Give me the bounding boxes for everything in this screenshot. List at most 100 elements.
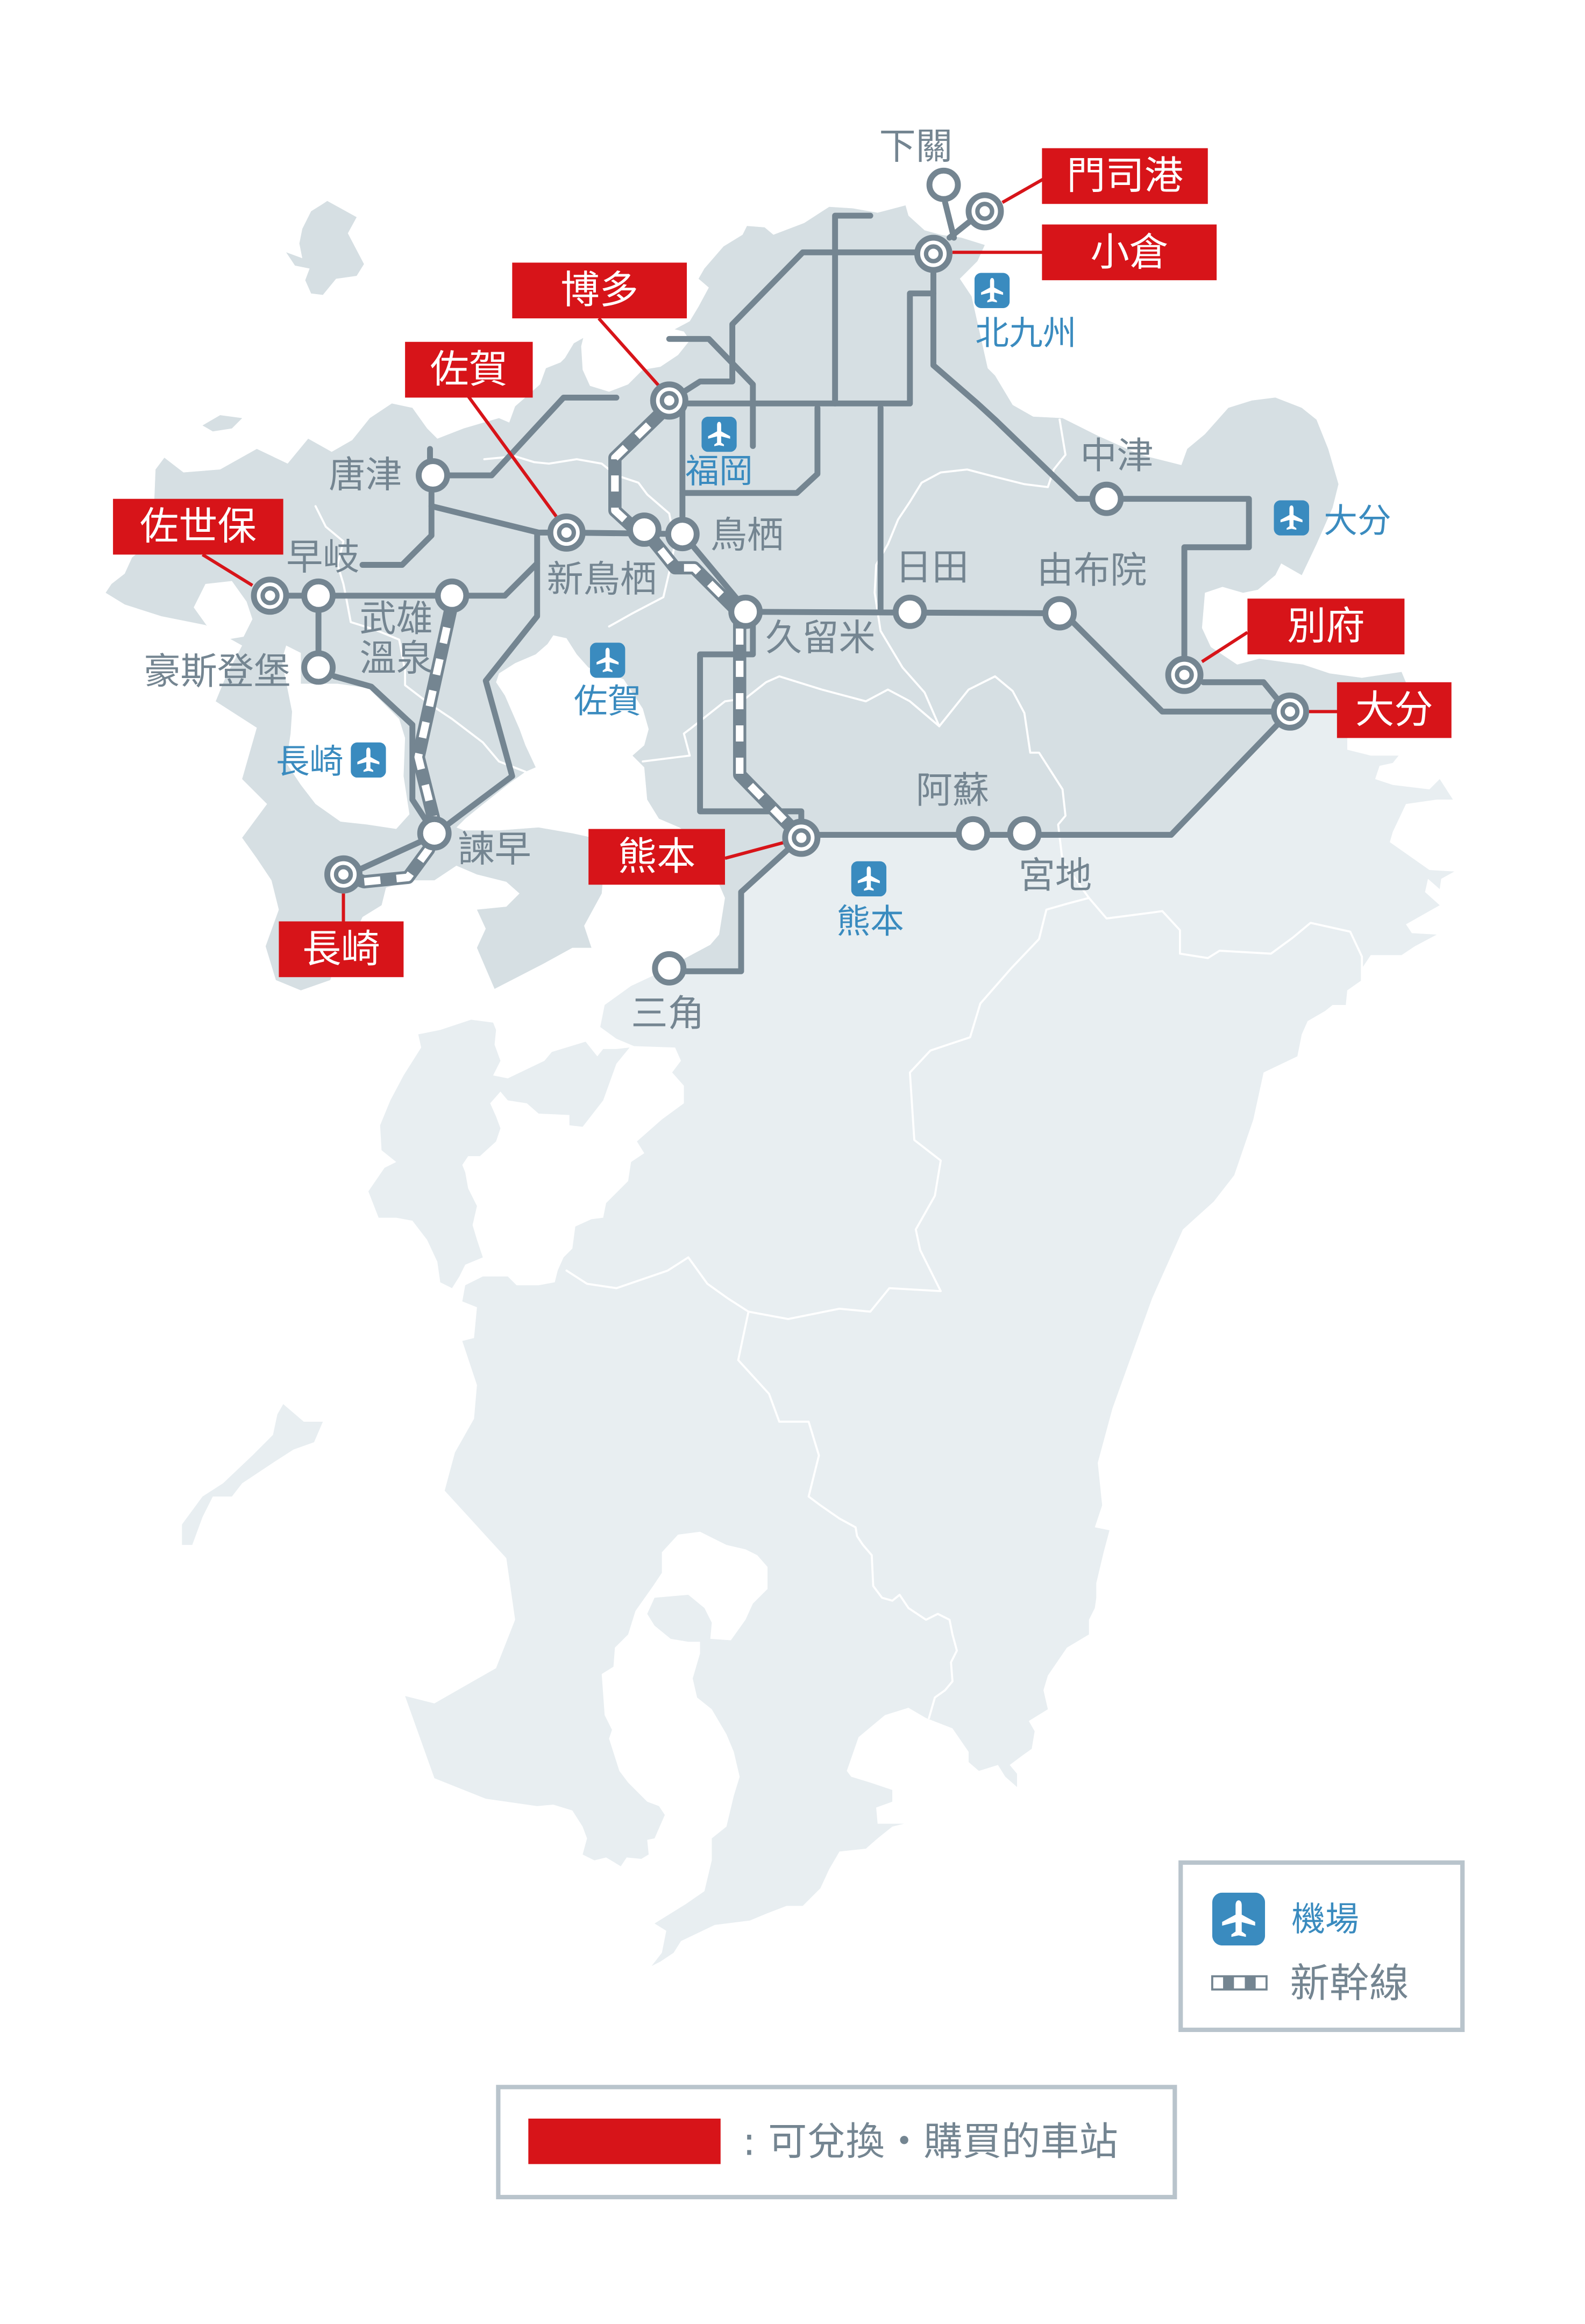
exchange-label-nagasaki: 長崎 xyxy=(279,921,404,978)
station-marker-hita xyxy=(892,594,927,629)
station-marker-haiki xyxy=(301,578,336,613)
station-labels: 下關 唐津 早岐 武雄 溫泉 豪斯登堡 新鳥栖 鳥栖 久留米 日田 由布院 中津… xyxy=(144,125,1153,1035)
leader-sasebo xyxy=(201,553,253,587)
station-label-yufuin: 由布院 xyxy=(1037,550,1147,592)
station-marker-kurume xyxy=(728,594,763,629)
exchange-station-name: 長崎 xyxy=(302,926,380,972)
airport-oita: 大分 xyxy=(1274,500,1391,540)
exchange-label-oita: 大分 xyxy=(1337,682,1452,738)
station-marker-kumamoto xyxy=(782,818,821,857)
airport-kumamoto: 熊本 xyxy=(836,861,904,941)
red-label-box xyxy=(405,341,533,398)
boundary-line xyxy=(737,1310,958,1720)
rail-line xyxy=(942,199,957,241)
station-label-huis-ten-bosch: 豪斯登堡 xyxy=(144,651,290,693)
red-label-box xyxy=(1042,148,1208,204)
station-marker-tosu xyxy=(665,517,700,552)
boundary-line xyxy=(565,896,1090,1320)
station-marker-nagasaki xyxy=(324,855,363,894)
rail-line xyxy=(681,845,793,974)
red-label-box xyxy=(1337,682,1452,738)
land-layer xyxy=(105,201,1455,1966)
red-label-box xyxy=(512,262,687,319)
airport-nagasaki: 長崎 xyxy=(276,742,386,781)
red-label-box xyxy=(113,498,283,555)
airplane-icon xyxy=(851,861,887,897)
station-label-aso: 阿蘇 xyxy=(916,769,989,812)
rail-line xyxy=(331,673,438,837)
station-label-tosu: 鳥栖 xyxy=(710,514,784,557)
rail-line xyxy=(930,270,1252,659)
rail-line xyxy=(465,560,541,599)
red-label-box xyxy=(588,829,725,885)
exchange-leader-lines xyxy=(201,177,1339,922)
leader-kumamoto xyxy=(724,840,786,860)
airplane-icon xyxy=(589,643,626,678)
rail-line xyxy=(666,336,756,449)
station-marker-kokura xyxy=(914,234,953,273)
leader-moji-ko xyxy=(1001,177,1044,204)
rail-line xyxy=(359,490,435,568)
rail-line xyxy=(1200,679,1280,702)
station-marker-huis-ten-bosch xyxy=(301,650,336,685)
legend-shinkansen-label: 新幹線 xyxy=(1290,1961,1409,2006)
airport-label: 佐賀 xyxy=(574,682,642,721)
exchange-legend-label: : 可兌換・購買的車站 xyxy=(743,2120,1118,2165)
exchange-label-kokura: 小倉 xyxy=(1042,224,1217,281)
airport-label: 熊本 xyxy=(836,902,904,941)
red-box-swatch xyxy=(528,2119,721,2164)
station-markers xyxy=(251,167,1310,986)
exchange-station-name: 佐賀 xyxy=(430,347,508,393)
station-label-miyaji: 宮地 xyxy=(1019,854,1092,897)
boundary-line xyxy=(1088,896,1363,985)
rail-line xyxy=(679,405,821,496)
airport-label: 北九州 xyxy=(975,313,1076,353)
exchange-station-name: 別府 xyxy=(1287,604,1365,649)
sasebo-bay xyxy=(194,581,253,640)
boundary-line xyxy=(938,675,1090,899)
airplane-icon xyxy=(1274,500,1310,536)
airport-saga: 佐賀 xyxy=(574,643,642,721)
rail-line xyxy=(444,530,541,828)
rail-line xyxy=(563,530,686,537)
station-marker-yufuin xyxy=(1042,596,1077,631)
station-marker-aso xyxy=(956,816,991,851)
exchange-station-labels: 門司港 小倉 博多 佐賀 佐世保 別府 大分 熊本 xyxy=(113,148,1452,978)
station-marker-hakata xyxy=(650,381,688,420)
station-label-shin-tosu: 新鳥栖 xyxy=(546,558,657,601)
airport-label: 福岡 xyxy=(685,451,753,490)
exchange-station-name: 熊本 xyxy=(618,834,696,879)
station-marker-shin-tosu xyxy=(627,512,662,547)
omura-bay xyxy=(281,645,410,829)
shinkansen-line-icon xyxy=(1211,1975,1268,1991)
airport-label: 大分 xyxy=(1324,501,1391,540)
nishi-kyushu-shinkansen-dashes xyxy=(342,595,456,886)
station-marker-beppu xyxy=(1165,655,1204,694)
legend-frame xyxy=(1178,1860,1465,2033)
rail-line xyxy=(685,290,936,407)
legend-airport-label: 機場 xyxy=(1291,1899,1359,1938)
airplane-icon xyxy=(1212,1892,1266,1946)
rail-line xyxy=(798,708,1293,838)
exchange-station-name: 門司港 xyxy=(1067,153,1183,198)
leader-hakata xyxy=(598,317,660,387)
exchange-station-name: 大分 xyxy=(1355,688,1433,733)
exchange-station-name: 小倉 xyxy=(1090,230,1168,275)
rail-line xyxy=(697,619,805,825)
station-label-takeo-onsen-line2: 溫泉 xyxy=(360,638,433,680)
map-legend: 機場 新幹線 xyxy=(1178,1860,1465,2033)
exchange-label-kumamoto: 熊本 xyxy=(588,829,725,885)
prefecture-boundaries xyxy=(314,418,1363,1720)
airports: 北九州 福岡 佐賀 長崎 大分 熊本 xyxy=(276,273,1391,941)
red-label-box xyxy=(1042,224,1217,281)
station-label-shimonoseki: 下關 xyxy=(879,125,952,168)
exchange-station-name: 博多 xyxy=(560,268,638,313)
red-label-box xyxy=(279,921,404,978)
leader-saga xyxy=(467,395,558,518)
station-marker-misumi xyxy=(652,951,687,986)
exchange-label-moji-ko: 門司港 xyxy=(1042,148,1208,204)
station-marker-oita xyxy=(1271,692,1310,731)
exchange-station-name: 佐世保 xyxy=(140,504,257,550)
